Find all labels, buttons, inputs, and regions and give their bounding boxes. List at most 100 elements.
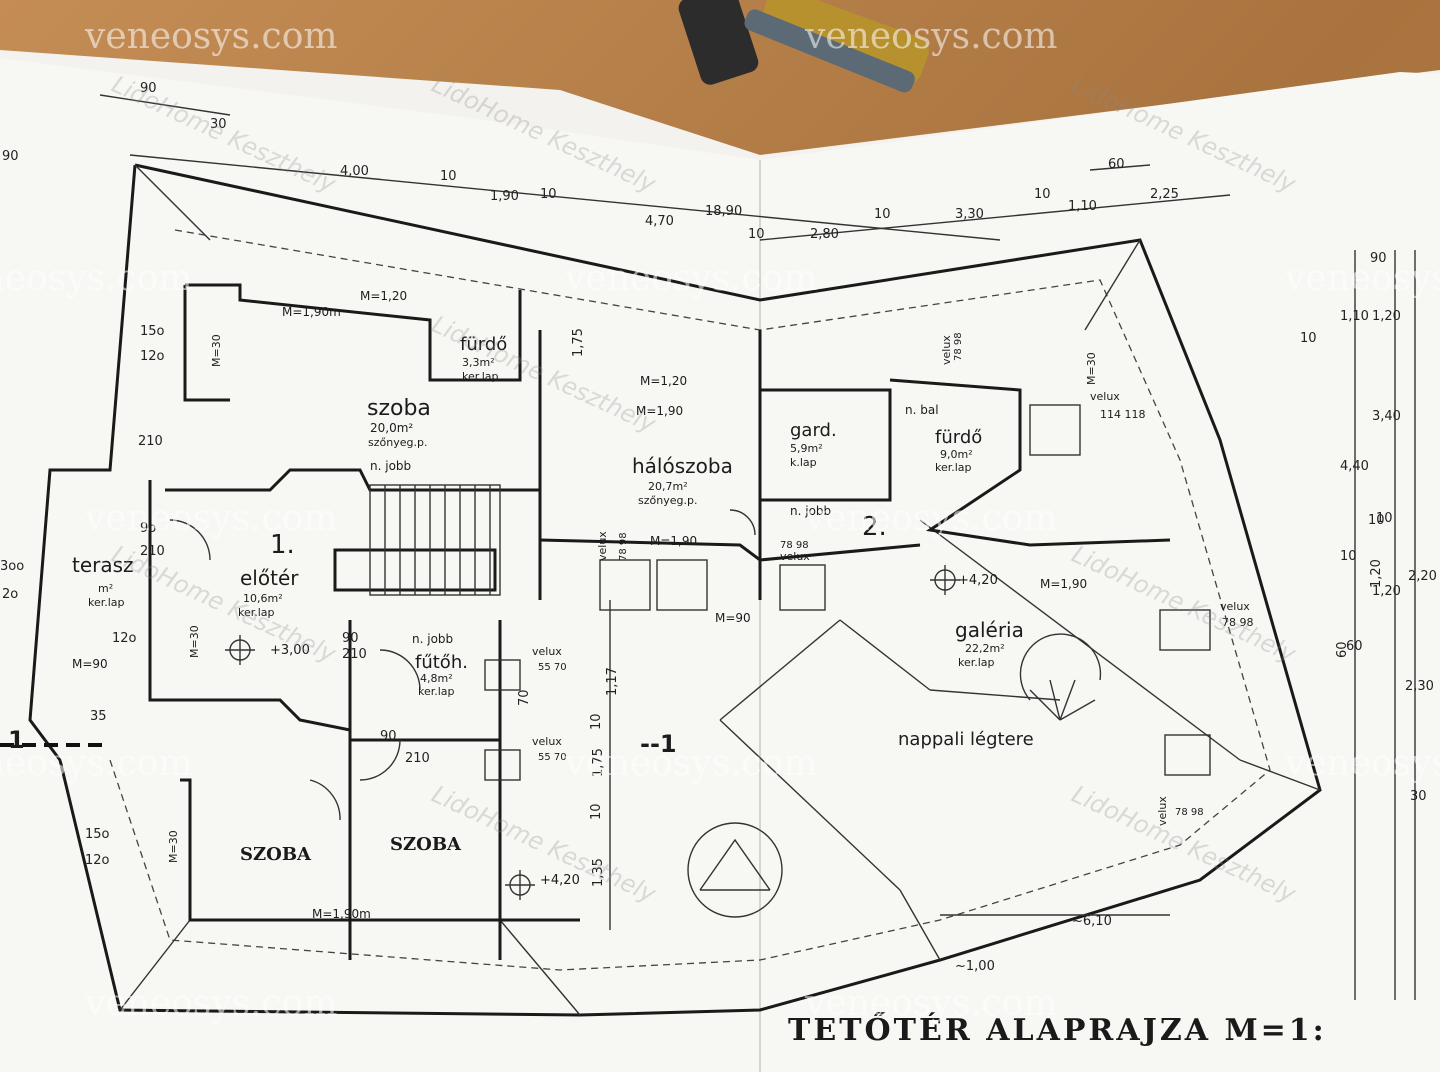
roof-outline (28, 163, 1322, 1017)
dim-left-10: 90 (342, 631, 359, 646)
dim-left-8: 2o (2, 587, 18, 602)
velux-7-label: velux (1156, 796, 1169, 826)
watermark-site-3: veneosys.com (564, 258, 818, 299)
dim-mid-8: 1,20 (1369, 559, 1384, 588)
note-m30b: M=30 (188, 625, 201, 658)
dim-left-6: 210 (140, 544, 165, 559)
room-futoh-name: fűtőh. (415, 652, 468, 673)
dim-mid-3: 10 (589, 713, 604, 730)
dim-right-0: 90 (1370, 251, 1387, 266)
dim-left-9: 12o (112, 631, 137, 646)
note-m190b: M=1,90 (636, 404, 683, 418)
room-eloter-floor: ker.lap (238, 606, 275, 619)
dim-bottom-1: ~1,00 (955, 959, 995, 974)
dim-top-7: 18,90 (705, 204, 742, 219)
pen-objects (678, 0, 929, 93)
velux-8-size: 78 98 (953, 332, 964, 361)
velux-2-label: velux (1220, 600, 1250, 613)
dim-top-12: 10 (1034, 187, 1051, 202)
dim-top-3: 10 (440, 169, 457, 184)
dimension-labels: 90 30 4,00 10 1,90 10 4,70 18,90 10 2,80… (0, 81, 1437, 974)
room-haloszoba-area: 20,7m² (648, 480, 688, 493)
room-furdo2-area: 9,0m² (940, 448, 973, 461)
watermark-site-11: veneosys.com (0, 258, 193, 299)
room-gard-floor: k.lap (790, 456, 817, 469)
sheet-title: TETŐTÉR ALAPRAJZA M=1: (788, 1012, 1327, 1048)
note-jobb1: n. jobb (370, 459, 411, 473)
dim-right-9: 2,20 (1408, 569, 1437, 584)
dim-left-5: 9o (140, 521, 156, 536)
room-nappali-name: nappali légtere (898, 729, 1034, 750)
velux-4-size: 55 70 (538, 662, 567, 673)
room-futoh-floor: ker.lap (418, 685, 455, 698)
velux-1-label: velux (1090, 390, 1120, 403)
watermark-site-9: veneosys.com (84, 983, 338, 1024)
room-gard-name: gard. (790, 420, 837, 441)
velux-6-size: 78 98 (780, 540, 809, 551)
velux-labels: velux 114 118 velux 78 98 velux 78 98 ve… (532, 332, 1254, 826)
section-mark-right: --1 (640, 730, 677, 758)
room-terasz-area: m² (98, 582, 113, 595)
dim-right-1: 1,10 (1340, 309, 1369, 324)
eave-dashed-line (109, 229, 1271, 971)
dim-top-5: 10 (540, 187, 557, 202)
room-terasz-name: terasz (72, 553, 134, 577)
dimension-lines (99, 94, 1416, 1000)
watermark-site-10: veneosys.com (804, 983, 1058, 1024)
velux-2-size: 78 98 (1222, 616, 1254, 629)
staircase (369, 484, 501, 596)
room-szoba-area: 20,0m² (370, 421, 413, 435)
dim-bottom-0: ~6,10 (1072, 914, 1112, 929)
watermark-site-5: veneosys.com (84, 498, 338, 539)
unit-2-label: 2. (862, 512, 887, 542)
room-furdo1-floor: ker.lap (462, 370, 499, 383)
velux-5-label: velux (532, 735, 562, 748)
dim-left-0: 90 (2, 149, 19, 164)
note-m120b: M=1,20 (640, 374, 687, 388)
note-m190a: M=1,90m (282, 305, 341, 319)
dim-right-3: 10 (1300, 331, 1317, 346)
dim-mid-7: 10 (1368, 513, 1385, 528)
dim-left-14: 35 (90, 709, 107, 724)
velux-4-label: velux (532, 645, 562, 658)
dim-left-7: 3oo (0, 559, 24, 574)
dim-right-8: 1,20 (1372, 584, 1401, 599)
dim-mid-9: 60 (1335, 641, 1350, 658)
dim-right-6: 10 (1376, 511, 1393, 526)
dim-top-13: 1,10 (1068, 199, 1097, 214)
velux-1-size: 114 118 (1100, 408, 1146, 421)
room-galeria-area: 22,2m² (965, 642, 1005, 655)
room-gard-area: 5,9m² (790, 442, 823, 455)
unit-1-label: 1. (270, 530, 295, 560)
note-m190e: M=1,90m (312, 907, 371, 921)
velux-windows (484, 404, 1211, 781)
door-swings (169, 509, 756, 821)
dim-top-8: 10 (748, 227, 765, 242)
dim-left-12: 90 (380, 729, 397, 744)
note-m30a: M=30 (210, 334, 223, 367)
note-bal: n. bal (905, 403, 939, 417)
dim-right-4: 3,40 (1372, 409, 1401, 424)
room-galeria-name: galéria (955, 618, 1024, 642)
dim-top-14: 60 (1108, 157, 1125, 172)
room-futoh-area: 4,8m² (420, 672, 453, 685)
watermark-site-8: veneosys.com (1284, 743, 1440, 784)
dim-right-2: 1,20 (1372, 309, 1401, 324)
room-furdo1-name: fürdő (460, 334, 507, 355)
dim-right-5: 4,40 (1340, 459, 1369, 474)
dim-top-4: 1,90 (490, 189, 519, 204)
dim-top-2: 4,00 (340, 164, 369, 179)
note-m90a: M=90 (715, 611, 751, 625)
dim-right-11: 2,30 (1405, 679, 1434, 694)
dim-left-11: 210 (342, 647, 367, 662)
room-terasz-floor: ker.lap (88, 596, 125, 609)
watermark-site-12: veneosys.com (0, 743, 193, 784)
dim-mid-5: 10 (589, 803, 604, 820)
watermark-site-7: veneosys.com (564, 743, 818, 784)
dim-left-15: 210 (138, 434, 163, 449)
room-szoba-name: szoba (367, 396, 431, 421)
dim-left-13: 210 (405, 751, 430, 766)
dim-left-3: 15o (85, 827, 110, 842)
dim-top-15: 2,25 (1150, 187, 1179, 202)
dim-left-2: 12o (140, 349, 165, 364)
